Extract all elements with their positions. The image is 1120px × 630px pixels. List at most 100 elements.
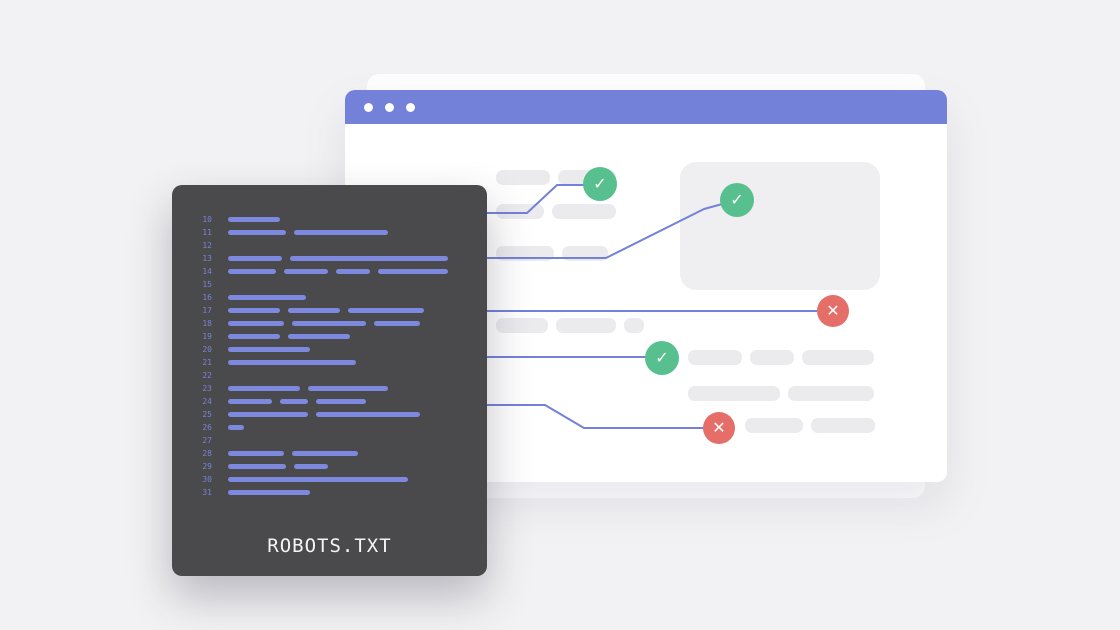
code-token-bar <box>280 399 308 404</box>
check-icon: ✓ <box>730 189 744 209</box>
code-token-bar <box>228 334 280 339</box>
text-placeholder-bar <box>624 318 644 333</box>
line-number: 11 <box>202 227 212 237</box>
text-placeholder-bar <box>811 418 875 433</box>
code-token-bar <box>290 256 448 261</box>
line-number: 17 <box>202 305 212 315</box>
window-control-dot <box>385 102 394 112</box>
code-line: 25 <box>172 408 487 421</box>
code-tokens <box>228 347 310 352</box>
blocked-badge: ✕ <box>817 295 849 327</box>
code-token-bar <box>228 217 280 222</box>
code-line: 27 <box>172 434 487 447</box>
code-token-bar <box>228 256 282 261</box>
code-token-bar <box>228 269 276 274</box>
code-token-bar <box>228 295 306 300</box>
cross-icon: ✕ <box>826 300 840 320</box>
allowed-badge: ✓ <box>583 167 617 201</box>
code-tokens <box>228 360 356 365</box>
text-placeholder-bar <box>788 386 874 401</box>
code-token-bar <box>228 230 286 235</box>
code-tokens <box>228 425 244 430</box>
code-token-bar <box>228 464 286 469</box>
code-line: 31 <box>172 486 487 499</box>
text-placeholder-bar <box>496 170 550 185</box>
line-number: 16 <box>202 292 212 302</box>
allowed-badge: ✓ <box>645 341 679 375</box>
code-tokens <box>228 308 424 313</box>
line-number: 22 <box>202 370 212 380</box>
code-tokens <box>228 386 388 391</box>
code-line: 28 <box>172 447 487 460</box>
line-number: 25 <box>202 409 212 419</box>
text-placeholder-bar <box>745 418 803 433</box>
code-token-bar <box>228 321 284 326</box>
code-line: 30 <box>172 473 487 486</box>
code-token-bar <box>374 321 420 326</box>
window-dots <box>364 102 415 112</box>
line-number: 18 <box>202 318 212 328</box>
line-number: 26 <box>202 422 212 432</box>
code-tokens <box>228 217 280 222</box>
text-placeholder-bar <box>802 350 874 365</box>
code-token-bar <box>316 412 420 417</box>
code-line: 24 <box>172 395 487 408</box>
line-number: 10 <box>202 214 212 224</box>
code-line: 16 <box>172 291 487 304</box>
text-placeholder-bar <box>688 386 780 401</box>
code-token-bar <box>288 308 340 313</box>
line-number: 27 <box>202 435 212 445</box>
allowed-badge: ✓ <box>720 183 754 217</box>
line-number: 13 <box>202 253 212 263</box>
code-token-bar <box>308 386 388 391</box>
code-tokens <box>228 490 310 495</box>
blocked-badge: ✕ <box>703 412 735 444</box>
code-tokens <box>228 295 306 300</box>
code-line: 18 <box>172 317 487 330</box>
code-tokens <box>228 321 420 326</box>
code-token-bar <box>228 412 308 417</box>
code-line: 19 <box>172 330 487 343</box>
code-line: 14 <box>172 265 487 278</box>
code-token-bar <box>228 490 310 495</box>
code-token-bar <box>228 451 284 456</box>
code-line: 12 <box>172 239 487 252</box>
text-placeholder-bar <box>552 204 616 219</box>
code-token-bar <box>316 399 366 404</box>
code-tokens <box>228 464 328 469</box>
code-line: 26 <box>172 421 487 434</box>
code-line: 22 <box>172 369 487 382</box>
line-number: 12 <box>202 240 212 250</box>
code-line: 15 <box>172 278 487 291</box>
connector-line <box>487 404 719 429</box>
window-control-dot <box>406 102 415 112</box>
code-token-bar <box>292 451 358 456</box>
code-tokens <box>228 269 448 274</box>
text-placeholder-bar <box>750 350 794 365</box>
line-number: 24 <box>202 396 212 406</box>
code-tokens <box>228 477 408 482</box>
code-token-bar <box>228 425 244 430</box>
check-icon: ✓ <box>655 347 669 367</box>
code-line: 17 <box>172 304 487 317</box>
code-line: 13 <box>172 252 487 265</box>
line-number: 20 <box>202 344 212 354</box>
code-tokens <box>228 230 388 235</box>
line-number: 15 <box>202 279 212 289</box>
code-token-bar <box>228 347 310 352</box>
window-control-dot <box>364 102 373 112</box>
code-tokens <box>228 256 448 261</box>
browser-titlebar <box>345 90 947 124</box>
cross-icon: ✕ <box>712 417 726 437</box>
line-number: 31 <box>202 487 212 497</box>
code-token-bar <box>378 269 448 274</box>
line-number: 23 <box>202 383 212 393</box>
line-number: 19 <box>202 331 212 341</box>
line-number: 29 <box>202 461 212 471</box>
code-line: 21 <box>172 356 487 369</box>
code-token-bar <box>294 230 388 235</box>
